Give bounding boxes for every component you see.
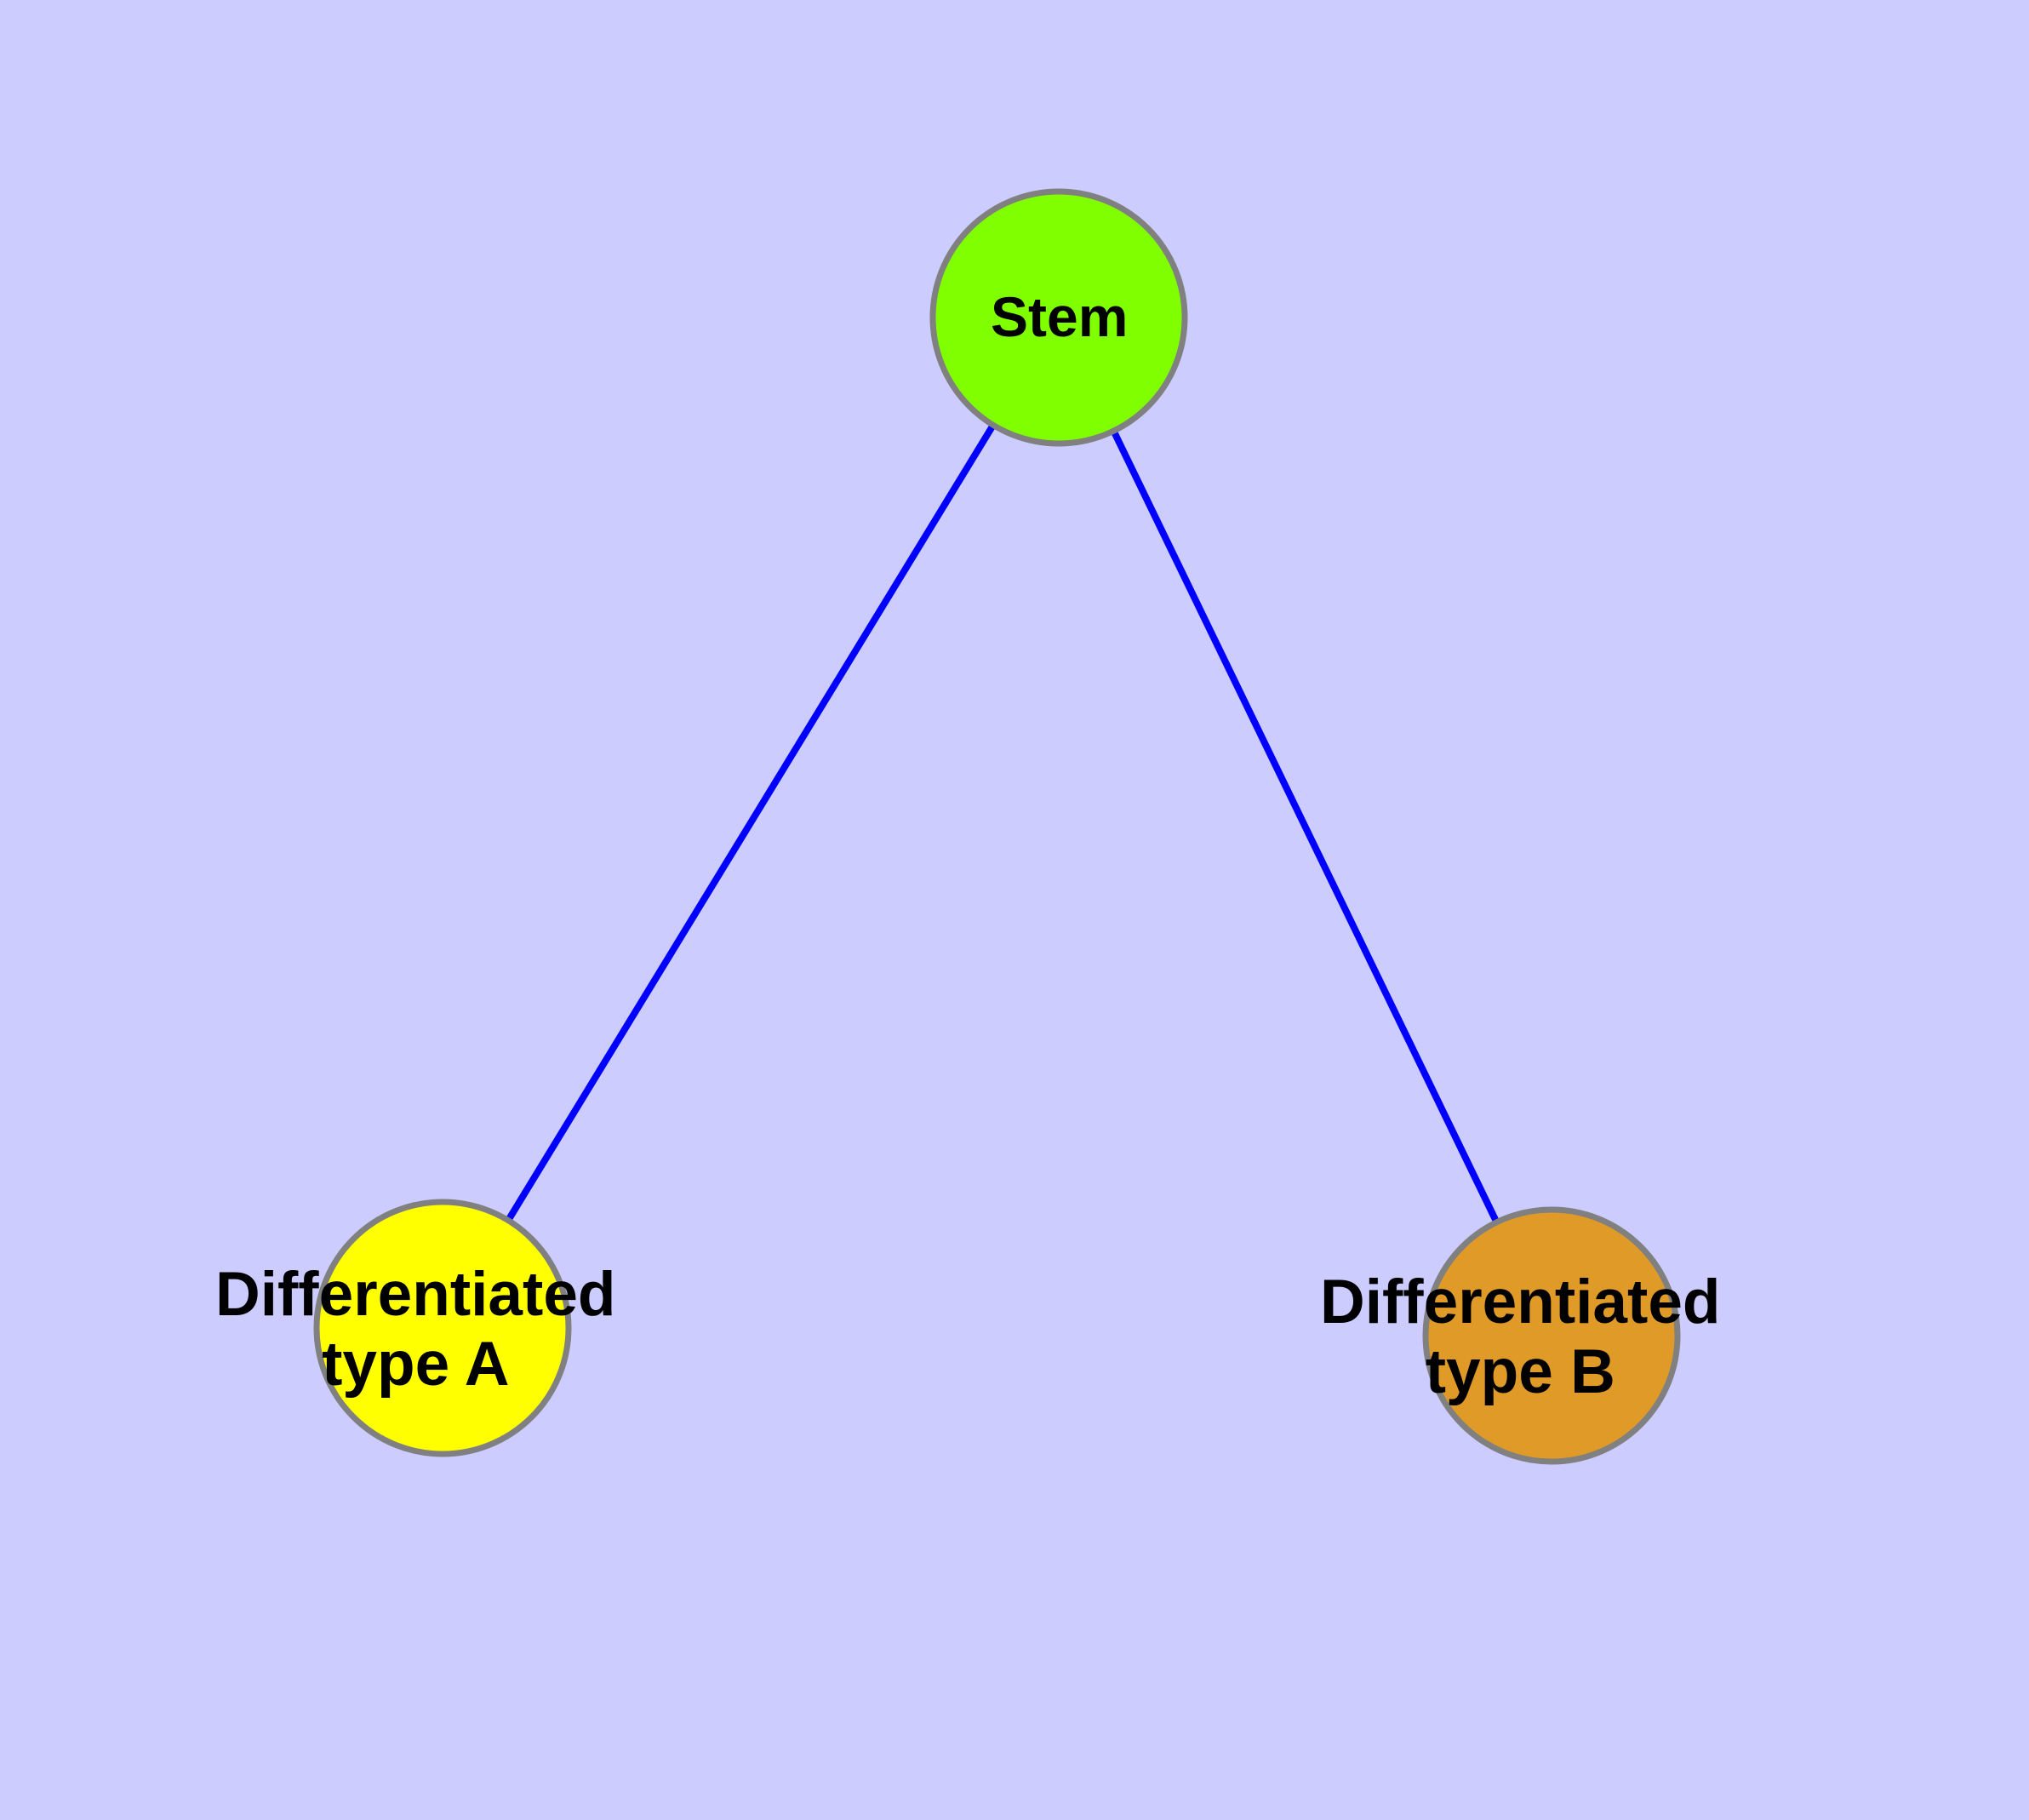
node-stem[interactable] [929, 188, 1188, 447]
edge-stem-diff-a[interactable] [504, 421, 997, 1224]
node-diff-b[interactable] [1422, 1206, 1681, 1465]
node-layer [313, 188, 1681, 1465]
edge-layer [504, 421, 1500, 1226]
node-diff-a[interactable] [313, 1199, 572, 1457]
edge-stem-diff-b[interactable] [1110, 427, 1500, 1226]
